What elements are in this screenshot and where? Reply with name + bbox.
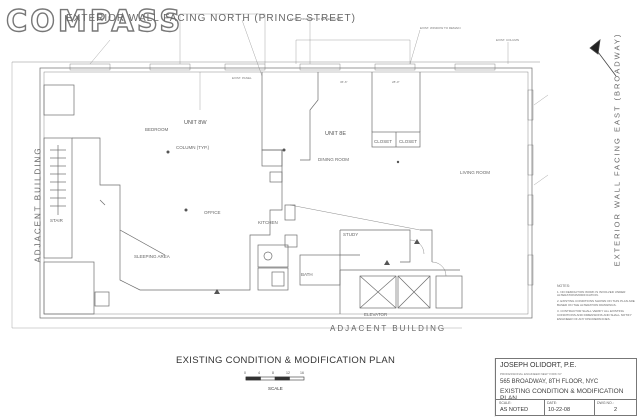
- note-item: 1. NO DEMOLITION WORK IS INVOLVED UNDER …: [557, 289, 626, 298]
- engineer-name: JOSEPH OLIDORT, P.E.: [500, 362, 577, 369]
- scale-cell-value: AS NOTED: [500, 407, 529, 413]
- notes-heading: NOTES:: [557, 284, 571, 288]
- title-block: JOSEPH OLIDORT, P.E. PROFESSIONAL ENGINE…: [495, 358, 637, 416]
- room-closet-left: CLOSET: [374, 139, 393, 144]
- room-elevator: ELEVATOR: [364, 312, 388, 317]
- east-wall-label: EXTERIOR WALL FACING EAST (BROADWAY): [612, 32, 622, 267]
- drawing-title: EXISTING CONDITION & MODIFICATION PLAN: [500, 388, 624, 402]
- room-sleeping-area: SLEEPING AREA: [134, 254, 170, 259]
- callout-column: EXIST. COLUMN: [496, 38, 520, 42]
- date-cell: DATE: 10-22-08: [544, 400, 595, 416]
- callout-window-remain: EXIST. WINDOW TO REMAIN: [420, 26, 461, 30]
- scale-tick-8: 8: [272, 371, 274, 375]
- room-column-note: COLUMN (TYP.): [176, 145, 210, 150]
- project-address: 565 BROADWAY, 8TH FLOOR, NYC: [500, 379, 599, 385]
- scale-tick-0: 0: [244, 371, 246, 375]
- south-wall-label: ADJACENT BUILDING: [330, 324, 447, 333]
- note-item: 2. EXISTING CONDITIONS SHOWN ON THIS PLA…: [557, 299, 635, 308]
- callout-panel: EXIST. PANEL: [232, 76, 252, 80]
- west-wall-label: ADJACENT BUILDING: [33, 146, 43, 263]
- room-dining: DINING ROOM: [318, 157, 349, 162]
- notes-block: NOTES: 1. NO DEMOLITION WORK IS INVOLVED…: [557, 284, 637, 324]
- north-wall-label: EXTERIOR WALL FACING NORTH (PRINCE STREE…: [66, 13, 356, 24]
- room-kitchen: KITCHEN: [258, 220, 278, 225]
- scale-tick-12: 12: [286, 371, 290, 375]
- room-bath: BATH: [301, 272, 313, 277]
- dwg-cell-value: 2: [614, 407, 618, 413]
- date-cell-value: 10-22-08: [548, 407, 571, 413]
- note-item: 3. CONTRACTOR SHALL VERIFY ALL EXISTING …: [557, 309, 632, 321]
- dimension-2: 28'-0": [392, 80, 400, 84]
- plan-title: EXISTING CONDITION & MODIFICATION PLAN: [176, 355, 396, 366]
- room-stair: STAIR: [50, 218, 63, 223]
- callout-windows-removed: EXIST. WINDOWS TO BE REMOVED: [290, 17, 341, 21]
- room-living: LIVING ROOM: [460, 170, 491, 175]
- date-cell-label: DATE:: [547, 401, 558, 405]
- room-bedroom: BEDROOM: [145, 127, 169, 132]
- title-block-row: SCALE: AS NOTED DATE: 10-22-08 DWG NO.: …: [496, 399, 636, 416]
- room-office: OFFICE: [204, 210, 221, 215]
- dwg-cell: DWG NO.: 2: [594, 400, 636, 416]
- unit-8w-label: UNIT 8W: [184, 120, 207, 126]
- unit-8e-label: UNIT 8E: [325, 131, 346, 137]
- dwg-cell-label: DWG NO.:: [597, 401, 614, 405]
- scale-label: SCALE: [268, 386, 283, 391]
- scale-cell: SCALE: AS NOTED: [496, 400, 545, 416]
- scale-tick-16: 16: [300, 371, 304, 375]
- scale-tick-4: 4: [258, 371, 260, 375]
- room-study: STUDY: [343, 232, 359, 237]
- room-closet-right: CLOSET: [399, 139, 418, 144]
- scale-cell-label: SCALE:: [499, 401, 512, 405]
- dimension-1: 36'-6": [340, 80, 348, 84]
- engineer-address: PROFESSIONAL ENGINEER NEW YORK NY: [500, 372, 562, 376]
- compass-logo: COMPASS: [5, 3, 184, 38]
